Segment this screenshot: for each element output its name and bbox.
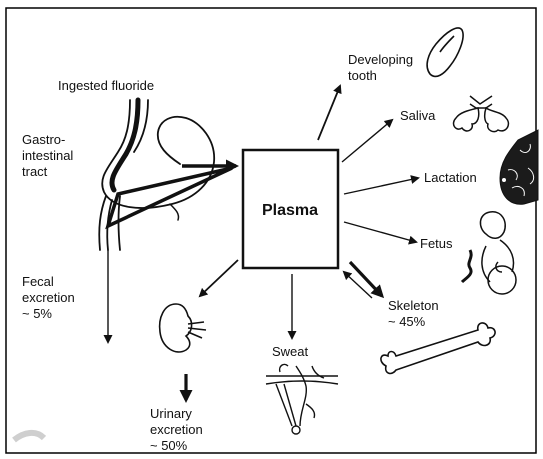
fetus-icon [462,212,516,294]
lactation-label: Lactation [424,170,477,186]
saliva-arrow [342,120,392,162]
absorption-wedge [108,168,232,226]
saliva-label: Saliva [400,108,435,124]
urinary-excretion-label: Urinary excretion ~ 50% [150,406,203,454]
skeleton-in-arrow [350,262,382,296]
ingested-fluoride-label: Ingested fluoride [58,78,154,94]
kidney-icon [160,304,206,352]
tooth-icon [427,28,463,76]
kidney-arrow [200,260,238,296]
fetus-label: Fetus [420,236,453,252]
developing-tooth-label: Developing tooth [348,52,413,84]
skeleton-out-arrow [344,272,372,298]
sweat-label: Sweat [272,344,308,360]
lactation-breast-icon [500,130,538,204]
sweat-gland-icon [266,364,338,434]
salivary-gland-icon [454,96,509,132]
skeleton-label: Skeleton ~ 45% [388,298,439,330]
plasma-label: Plasma [262,202,318,219]
scan-smudge [14,433,44,440]
tooth-arrow [318,86,340,140]
gi-tract-label: Gastro- intestinal tract [22,132,73,180]
fetus-arrow [344,222,416,242]
lactation-arrow [344,178,418,194]
bone-icon [381,323,495,374]
fecal-excretion-label: Fecal excretion ~ 5% [22,274,75,322]
